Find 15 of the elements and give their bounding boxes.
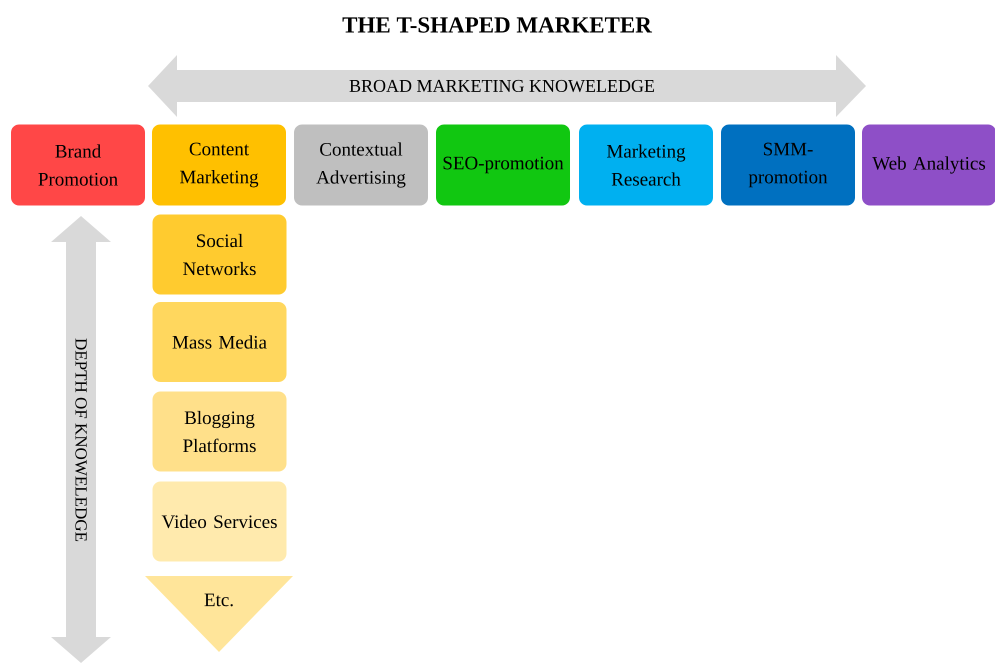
topic-box: Brand Promotion [11, 124, 145, 206]
topic-box: SMM-promotion [721, 124, 855, 206]
title: THE T-SHAPED MARKETER [342, 17, 652, 33]
topic-box: Marketing Research [579, 124, 713, 206]
arrow-label: BROAD MARKETING KNOWELEDGE [350, 80, 654, 92]
topic-box: Contextual Advertising [294, 124, 428, 206]
triangle: Etc. [145, 576, 293, 652]
topic-box: Content Marketing [152, 124, 286, 206]
topic-box: Web Analytics [862, 124, 995, 206]
topic-box: Video Services [152, 482, 286, 562]
topic-box: Mass Media [152, 302, 286, 382]
topic-box: Blogging Platforms [152, 392, 286, 472]
arrow-label: DEPTH OF KNOWELEDGE [75, 338, 87, 542]
topic-box: Social Networks [152, 214, 286, 294]
topic-box: SEO-promotion [436, 124, 570, 206]
